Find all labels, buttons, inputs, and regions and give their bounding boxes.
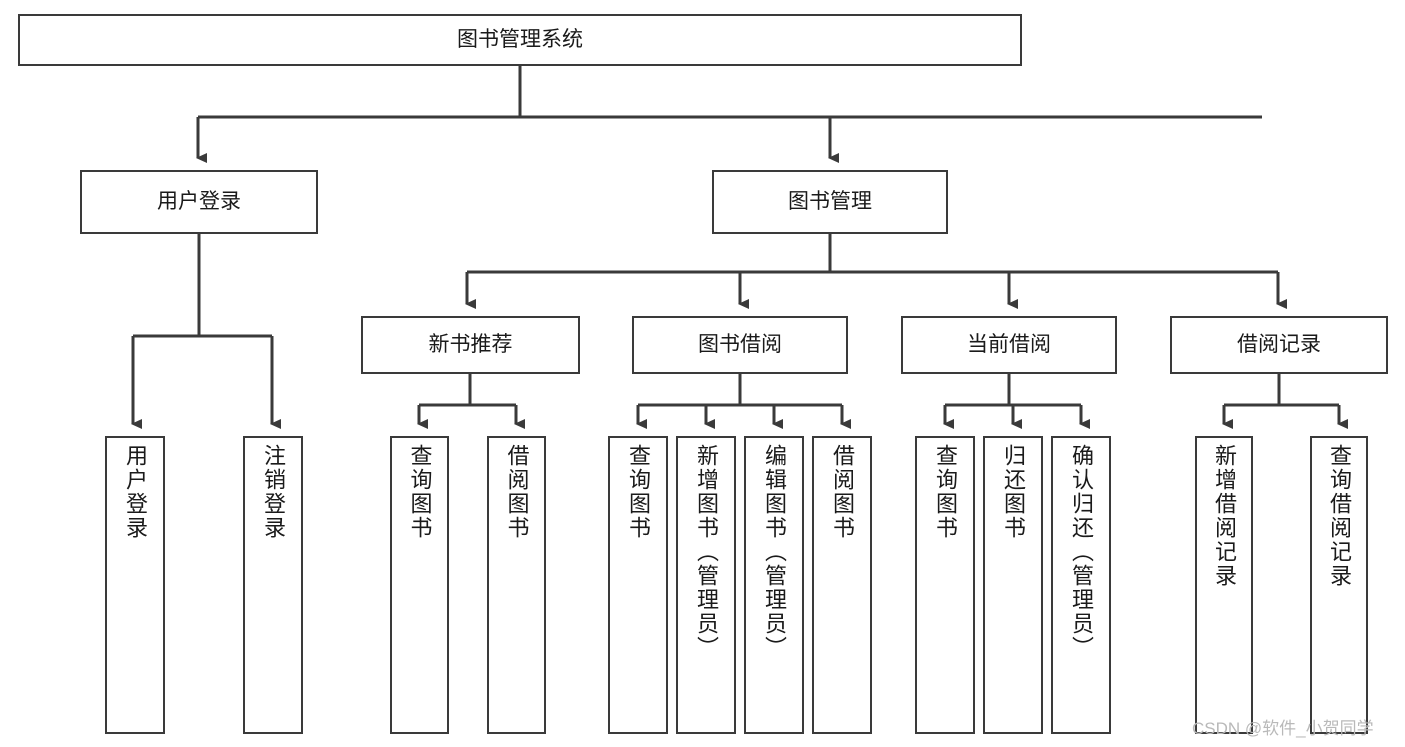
node-book-manage[interactable]: 图书管理 (712, 170, 948, 234)
node-book-manage-label: 图书管理 (788, 190, 872, 214)
node-borrow-record-label: 借阅记录 (1237, 333, 1321, 357)
node-borrow-book-2-label: 借阅图书 (830, 444, 855, 540)
node-user-logout[interactable]: 注销登录 (243, 436, 303, 734)
node-query-book-1-label: 查询图书 (407, 444, 433, 540)
node-user-login-do[interactable]: 用户登录 (105, 436, 165, 734)
node-query-borrow-record-label: 查询借阅记录 (1327, 444, 1352, 588)
node-new-book-recommend[interactable]: 新书推荐 (361, 316, 580, 374)
node-add-borrow-record[interactable]: 新增借阅记录 (1195, 436, 1253, 734)
node-user-login-do-label: 用户登录 (123, 444, 148, 540)
node-return-book-label: 归还图书 (1001, 444, 1026, 540)
node-borrow-record[interactable]: 借阅记录 (1170, 316, 1388, 374)
node-book-borrow-label: 图书借阅 (698, 333, 782, 357)
node-confirm-return[interactable]: 确认归还（管理员） (1051, 436, 1111, 734)
node-current-borrow-label: 当前借阅 (967, 333, 1051, 357)
watermark: CSDN @软件_小贺同学 (1192, 719, 1374, 738)
node-query-book-2-label: 查询图书 (626, 444, 651, 540)
node-add-book-label: 新增图书（管理员） (694, 444, 719, 660)
node-edit-book-label: 编辑图书（管理员） (762, 444, 787, 660)
node-borrow-book-1[interactable]: 借阅图书 (487, 436, 546, 734)
node-root-label: 图书管理系统 (457, 28, 583, 52)
node-root[interactable]: 图书管理系统 (18, 14, 1022, 66)
node-user-login-label: 用户登录 (157, 190, 241, 214)
node-book-borrow[interactable]: 图书借阅 (632, 316, 848, 374)
node-query-book-1[interactable]: 查询图书 (390, 436, 449, 734)
node-query-book-3[interactable]: 查询图书 (915, 436, 975, 734)
node-borrow-book-1-label: 借阅图书 (504, 444, 530, 540)
node-new-book-recommend-label: 新书推荐 (428, 333, 513, 357)
node-query-book-3-label: 查询图书 (933, 444, 958, 540)
node-query-borrow-record[interactable]: 查询借阅记录 (1310, 436, 1368, 734)
node-current-borrow[interactable]: 当前借阅 (901, 316, 1117, 374)
node-edit-book[interactable]: 编辑图书（管理员） (744, 436, 804, 734)
node-user-logout-label: 注销登录 (261, 444, 286, 540)
node-query-book-2[interactable]: 查询图书 (608, 436, 668, 734)
node-user-login[interactable]: 用户登录 (80, 170, 318, 234)
node-borrow-book-2[interactable]: 借阅图书 (812, 436, 872, 734)
node-confirm-return-label: 确认归还（管理员） (1069, 444, 1094, 660)
node-return-book[interactable]: 归还图书 (983, 436, 1043, 734)
node-add-book[interactable]: 新增图书（管理员） (676, 436, 736, 734)
node-add-borrow-record-label: 新增借阅记录 (1212, 444, 1237, 588)
